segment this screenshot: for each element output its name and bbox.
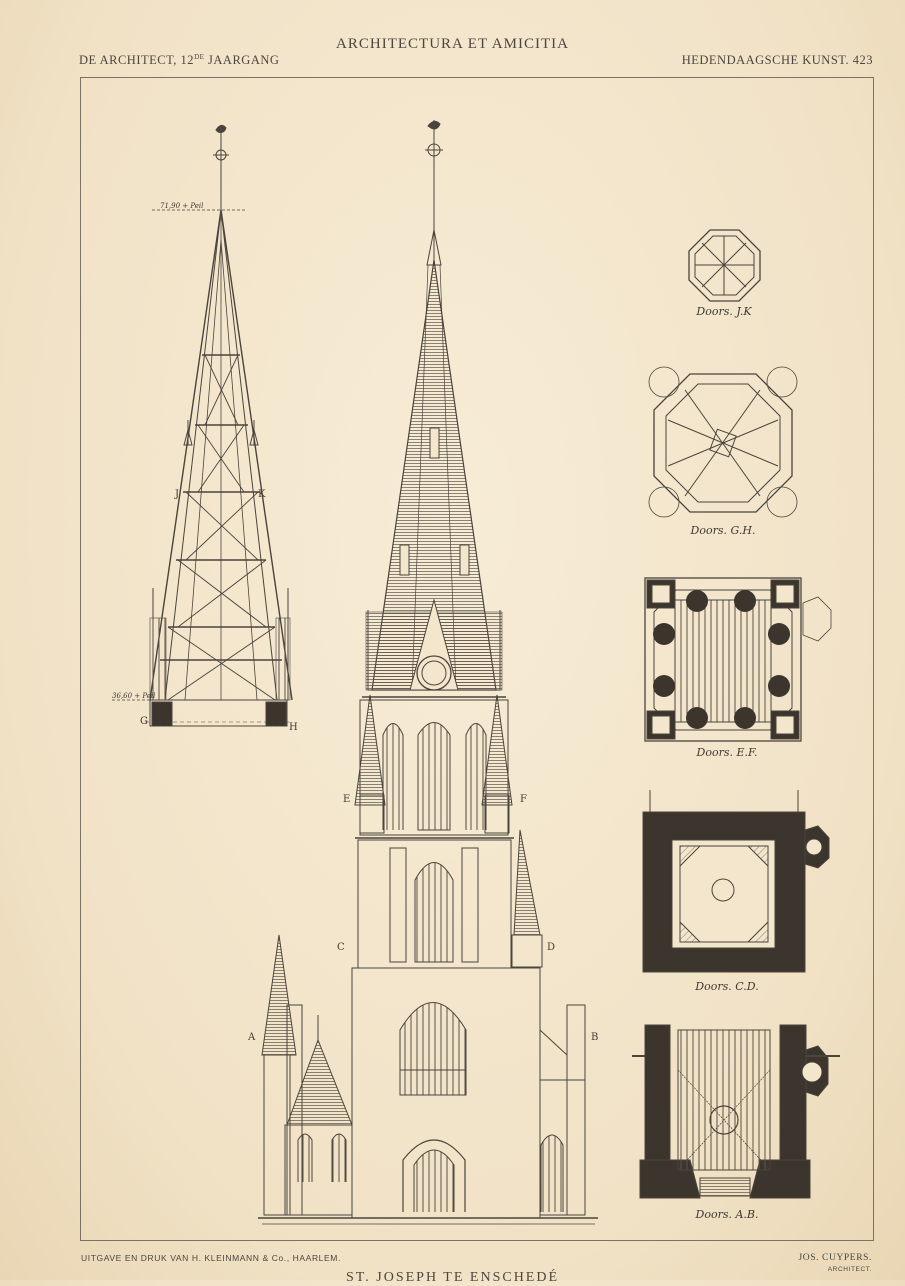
elevation-label-b: B: [591, 1032, 598, 1043]
running-head-left-text: DE ARCHITECT, 12: [79, 53, 195, 68]
running-head-superscript: DE: [194, 53, 205, 61]
publisher-imprint: UITGAVE EN DRUK VAN H. KLEINMANN & Co., …: [81, 1253, 341, 1263]
plan-caption-gh: Doors. G.H.: [690, 524, 756, 537]
elevation-label-f: F: [520, 794, 527, 805]
running-head-left: DE ARCHITECT, 12DE JAARGANG: [79, 53, 279, 68]
journal-title: ARCHITECTURA ET AMICITIA: [336, 36, 569, 52]
section-label-g: G: [140, 716, 148, 727]
plan-caption-jk: Doors. J.K: [695, 305, 752, 318]
elevation-label-a: A: [247, 1032, 256, 1043]
plan-caption-ef: Doors. E.F.: [696, 746, 758, 759]
plan-caption-ab: Doors. A.B.: [695, 1208, 759, 1221]
front-elevation-drawing: [258, 120, 598, 1225]
plate-title: ST. JOSEPH TE ENSCHEDÉ: [345, 1270, 560, 1285]
elevation-label-d: D: [547, 942, 555, 953]
elevation-label-c: C: [337, 942, 345, 953]
architect-role: ARCHITECT.: [827, 1266, 872, 1273]
architect-name: JOS. CUYPERS.: [798, 1253, 872, 1263]
plan-gh-drawing: [648, 366, 798, 518]
level-note-top: 71,90 + Peil: [160, 202, 203, 210]
section-label-k: K: [258, 489, 266, 500]
spire-section-drawing: [112, 124, 293, 727]
running-head-right: HEDENDAAGSCHE KUNST. 423: [681, 53, 873, 67]
plan-jk-drawing: [688, 229, 761, 302]
plan-caption-cd: Doors. C.D.: [694, 980, 758, 993]
plate-frame: [80, 77, 874, 1241]
plan-ef-drawing: [644, 577, 832, 742]
section-label-j: J: [174, 489, 179, 500]
elevation-label-e: E: [343, 794, 350, 805]
running-head-left-tail: JAARGANG: [204, 53, 280, 68]
section-label-h: H: [289, 722, 298, 733]
level-note-base: 36,60 + Peil: [112, 692, 155, 700]
plan-ab-drawing: [632, 1024, 840, 1199]
plan-cd-drawing: [642, 790, 830, 973]
